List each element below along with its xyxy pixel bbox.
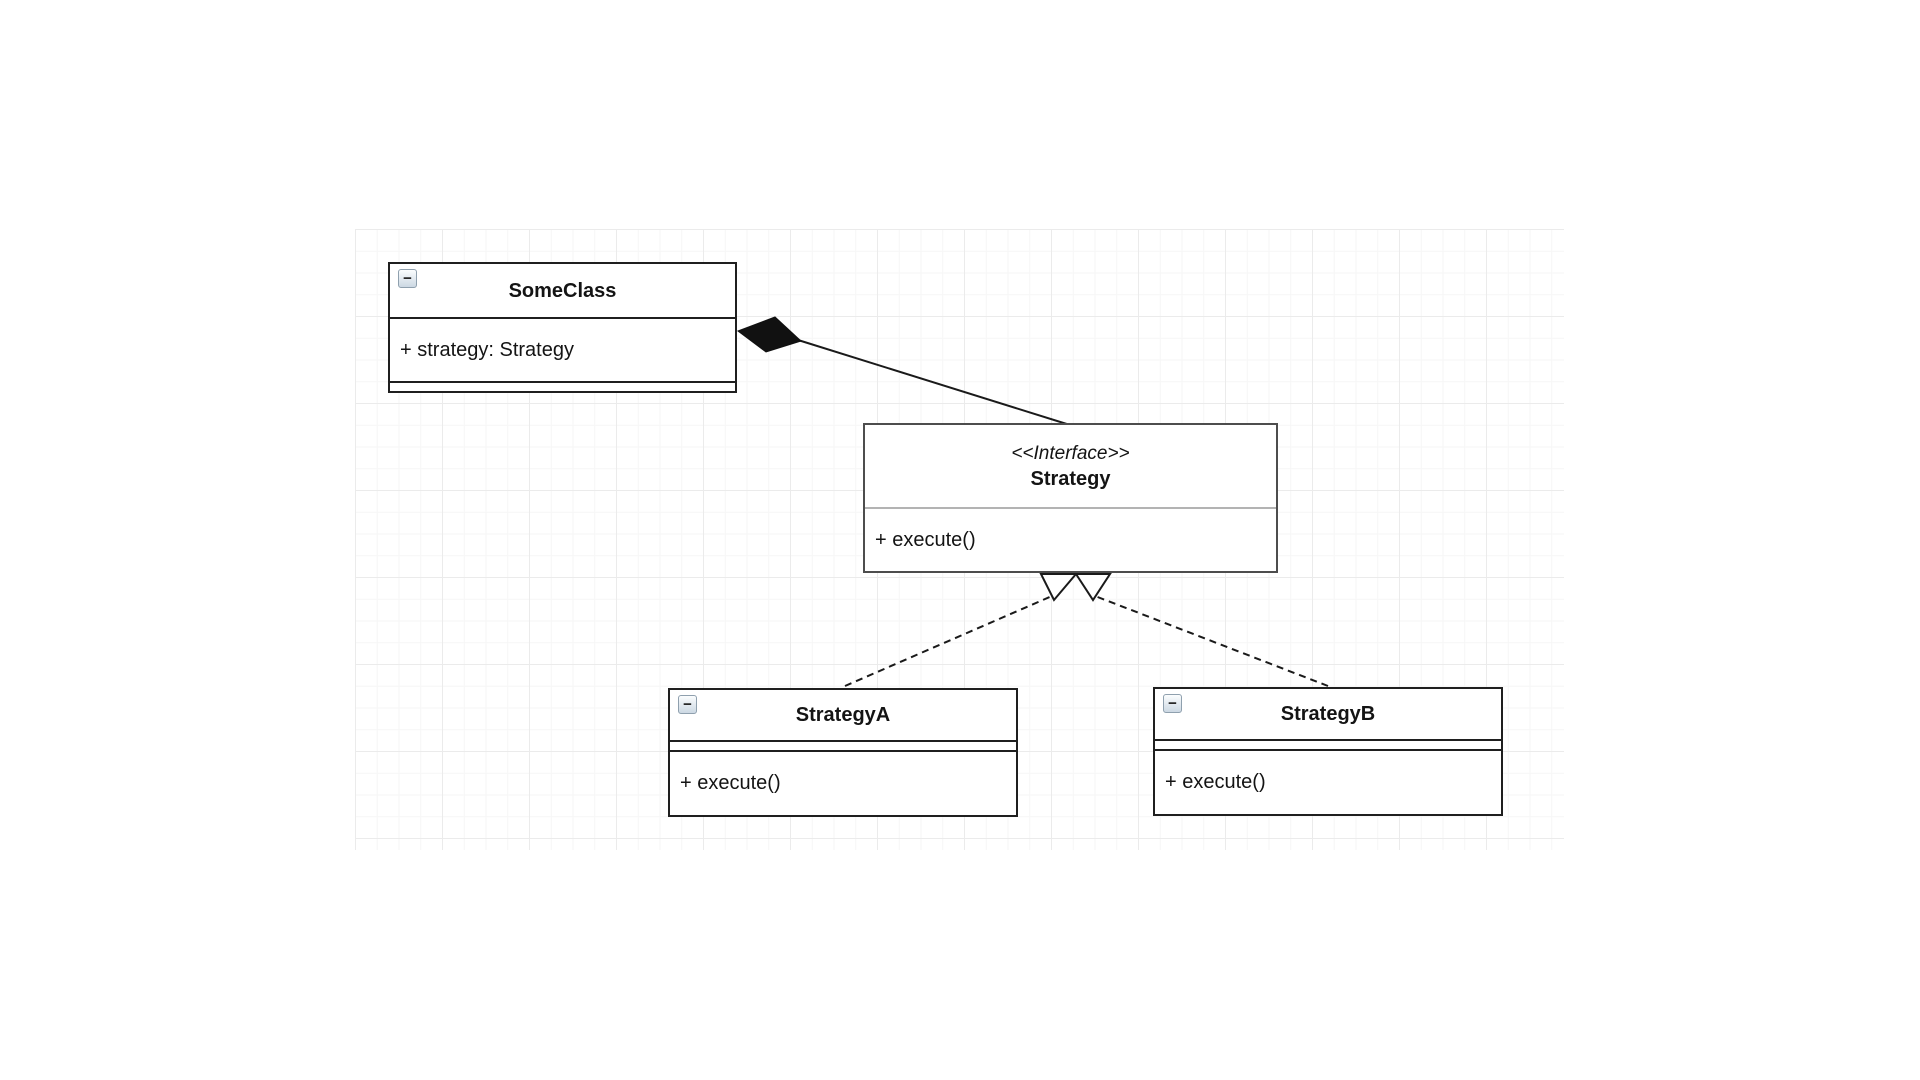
class-name: StrategyA [795, 704, 891, 726]
class-methods-compartment: + execute() [865, 509, 1276, 571]
realization-triangle-icon [1074, 573, 1112, 602]
stereotype-label: <<Interface>> [1011, 442, 1130, 464]
class-attributes-compartment-empty [670, 742, 1016, 752]
composition-diamond-icon [736, 316, 802, 353]
class-attributes-compartment-empty [1155, 741, 1501, 751]
class-method: + execute() [680, 772, 781, 794]
class-attribute: + strategy: Strategy [400, 338, 574, 361]
class-box-strategyb[interactable]: − StrategyB + execute() [1153, 687, 1503, 816]
class-box-strategya[interactable]: − StrategyA + execute() [668, 688, 1018, 817]
realization-triangle-icon [1039, 573, 1079, 602]
class-methods-compartment: + execute() [670, 752, 1016, 815]
class-name: Strategy [1030, 467, 1111, 490]
realization-edge-strategya[interactable] [844, 573, 1079, 687]
class-box-strategy[interactable]: <<Interface>> Strategy + execute() [863, 423, 1278, 573]
class-title-compartment: <<Interface>> Strategy [865, 425, 1276, 509]
class-method: + execute() [875, 528, 976, 551]
class-title-compartment: − StrategyB [1155, 689, 1501, 741]
class-methods-compartment-empty [390, 381, 735, 391]
composition-edge[interactable] [736, 316, 1071, 426]
class-methods-compartment: + execute() [1155, 751, 1501, 814]
class-attributes-compartment: + strategy: Strategy [390, 319, 735, 381]
collapse-minus-icon[interactable]: − [1163, 694, 1182, 713]
class-title-compartment: − SomeClass [390, 264, 735, 319]
class-name: SomeClass [508, 279, 617, 302]
class-method: + execute() [1165, 771, 1266, 793]
realization-edge-strategyb[interactable] [1074, 573, 1329, 687]
class-name: StrategyB [1280, 703, 1376, 725]
class-box-someclass[interactable]: − SomeClass + strategy: Strategy [388, 262, 737, 393]
collapse-minus-icon[interactable]: − [678, 695, 697, 714]
collapse-minus-icon[interactable]: − [398, 269, 417, 288]
class-title-compartment: − StrategyA [670, 690, 1016, 742]
